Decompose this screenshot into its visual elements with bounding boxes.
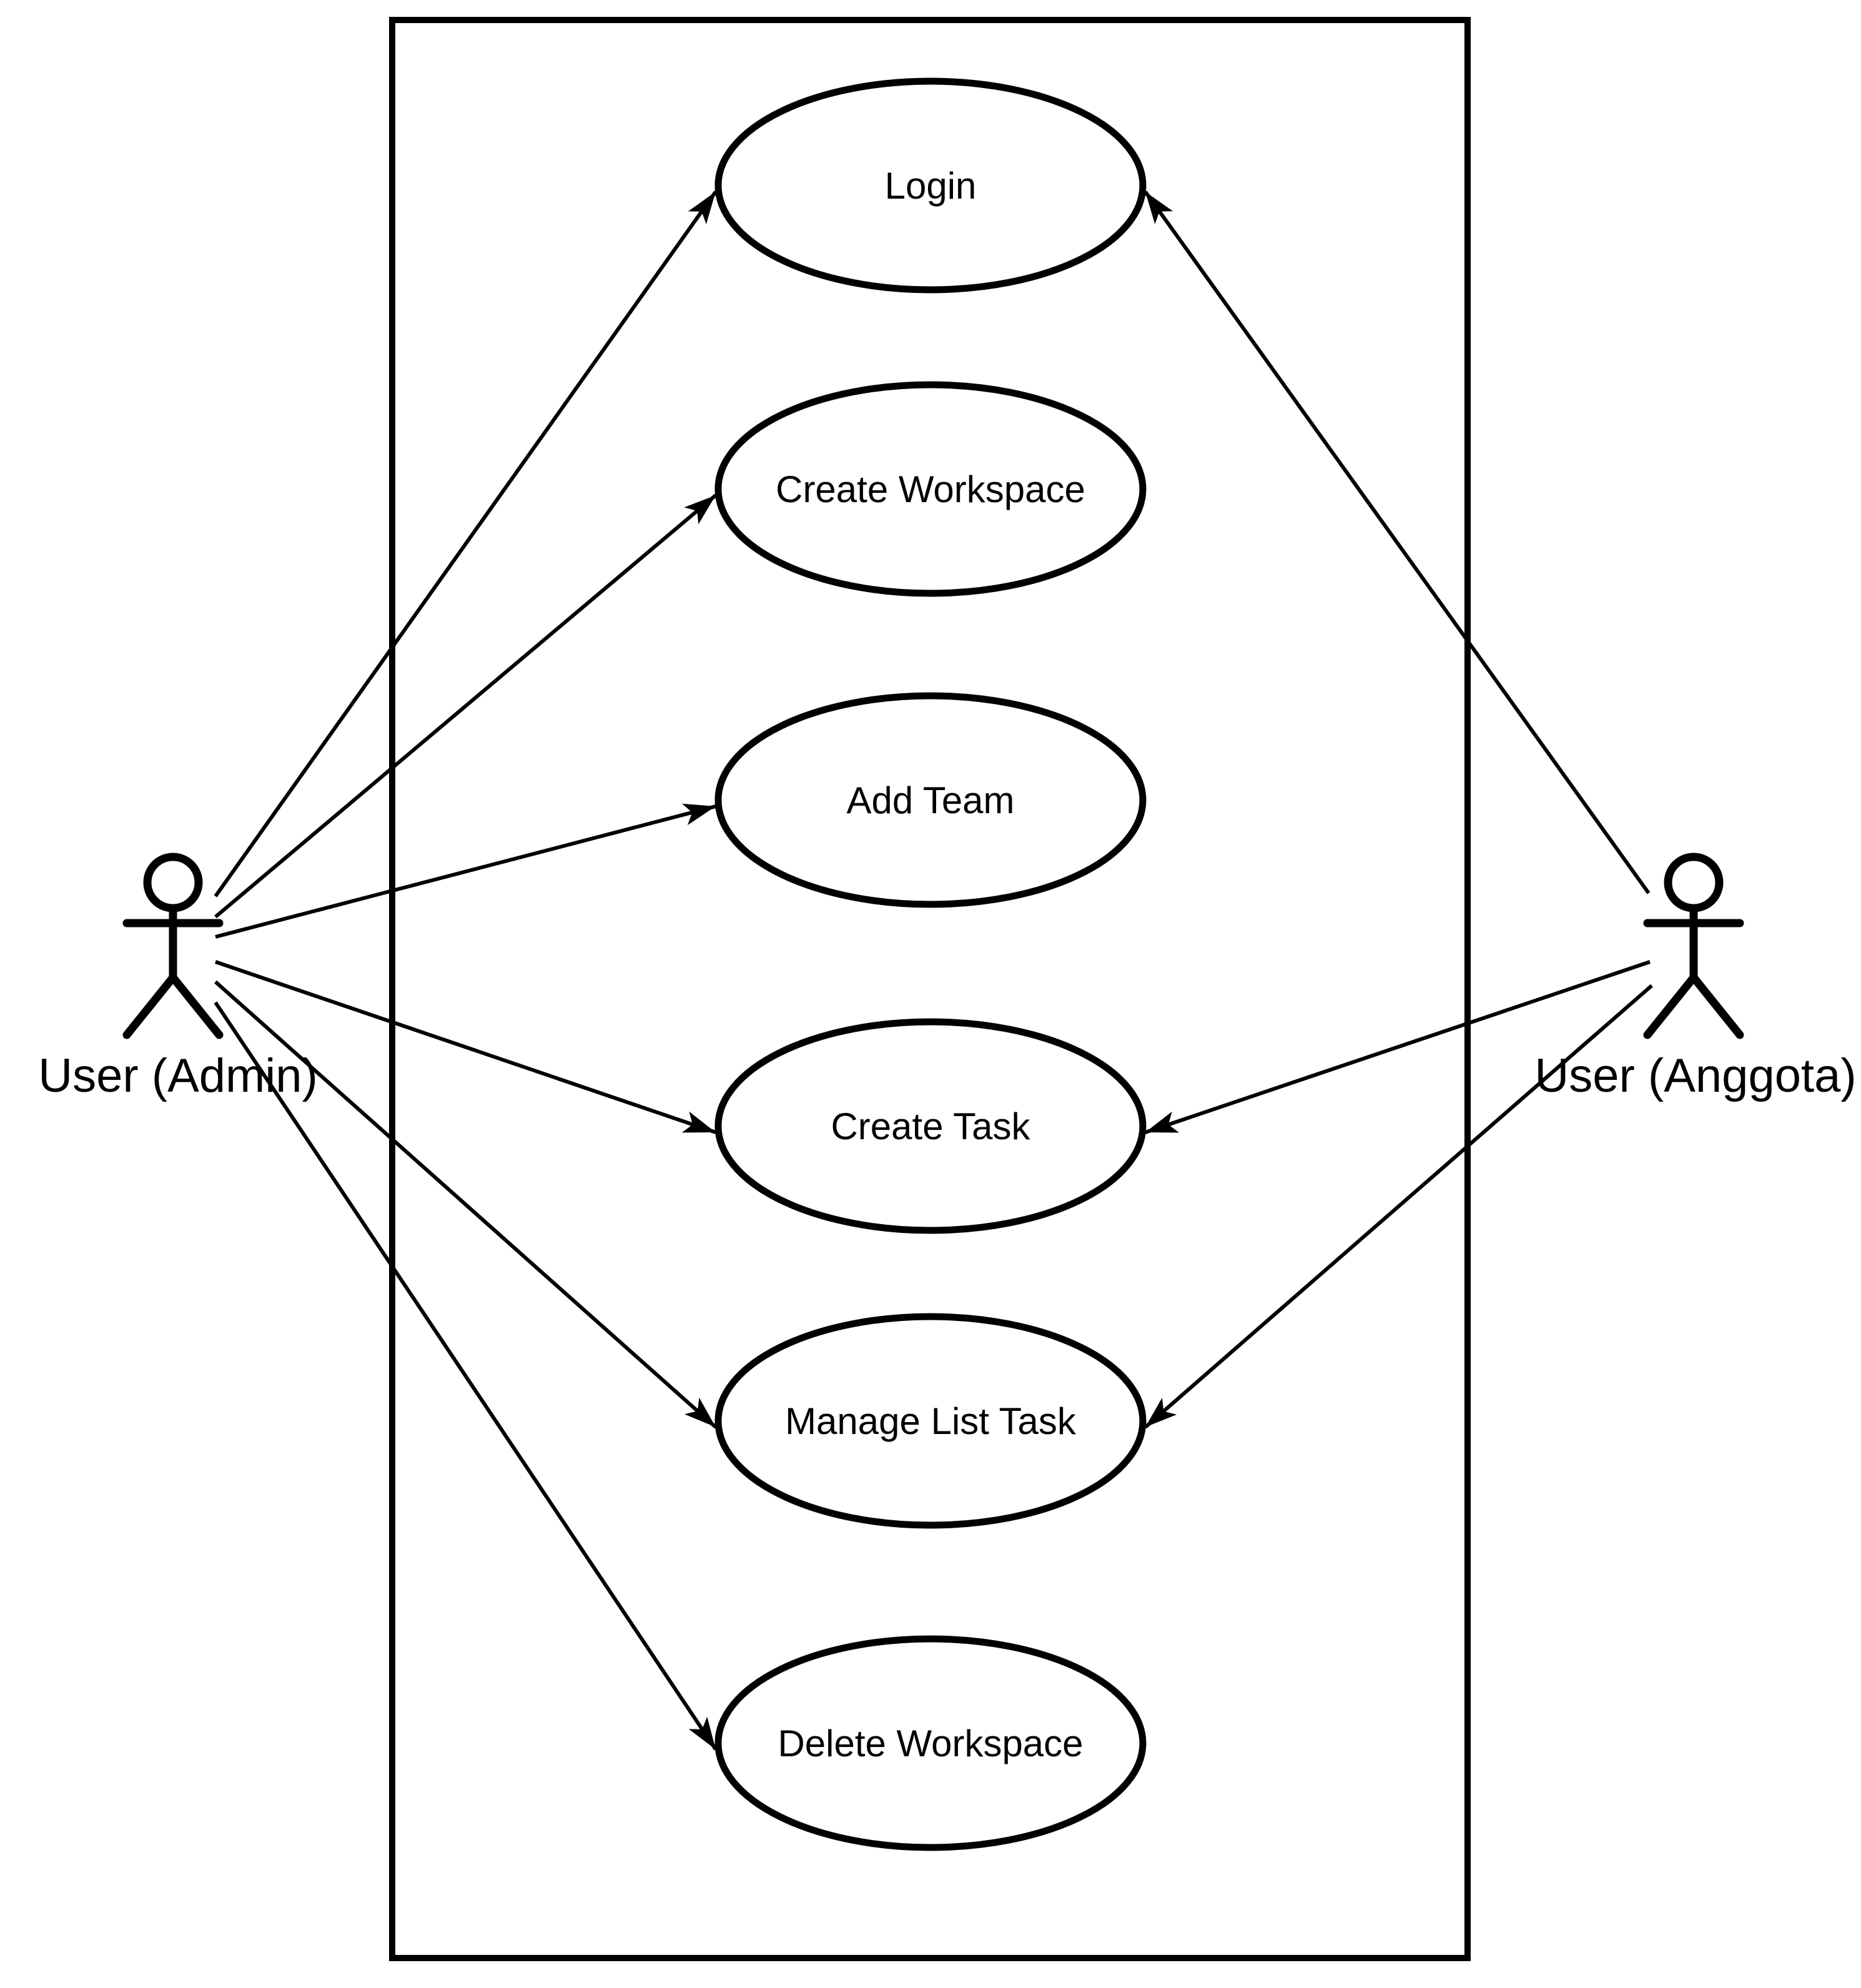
use-case-login: Login bbox=[714, 77, 1147, 294]
use-case-delete-workspace-ellipse bbox=[714, 1635, 1147, 1851]
use-case-manage-list-task: Manage List Task bbox=[714, 1313, 1147, 1529]
actor-admin: User (Admin) bbox=[38, 853, 318, 1102]
use-case-delete-workspace: Delete Workspace bbox=[714, 1635, 1147, 1851]
actor-anggota-head-icon bbox=[1664, 853, 1724, 912]
use-case-login-ellipse bbox=[714, 77, 1147, 294]
actor-anggota-leg-right bbox=[1689, 973, 1744, 1039]
use-case-manage-list-task-ellipse bbox=[714, 1313, 1147, 1529]
use-case-add-team-ellipse bbox=[714, 692, 1147, 908]
use-case-add-team-label: Add Team bbox=[846, 779, 1014, 821]
association-admin-manage-list-task bbox=[214, 980, 717, 1429]
association-anggota-create-task bbox=[1145, 960, 1651, 1134]
actor-anggota: User (Anggota) bbox=[1534, 853, 1857, 1102]
use-case-create-workspace-ellipse bbox=[714, 381, 1147, 597]
actor-anggota-leg-left bbox=[1643, 973, 1698, 1039]
actor-admin-leg-right bbox=[169, 973, 224, 1039]
use-case-create-task-ellipse bbox=[714, 1018, 1147, 1234]
actor-admin-leg-left bbox=[122, 973, 177, 1039]
use-case-delete-workspace-label: Delete Workspace bbox=[777, 1723, 1083, 1764]
association-admin-delete-workspace bbox=[214, 1001, 718, 1751]
use-case-create-workspace-label: Create Workspace bbox=[776, 468, 1085, 510]
actor-anggota-label: User (Anggota) bbox=[1534, 1049, 1856, 1102]
use-case-create-task: Create Task bbox=[714, 1018, 1147, 1234]
association-admin-create-task bbox=[215, 960, 716, 1134]
association-admin-add-team bbox=[215, 803, 716, 939]
use-case-login-label: Login bbox=[885, 165, 977, 207]
association-anggota-login bbox=[1143, 190, 1651, 894]
use-case-manage-list-task-label: Manage List Task bbox=[785, 1400, 1077, 1442]
association-admin-login bbox=[214, 190, 718, 898]
use-case-add-team: Add Team bbox=[714, 692, 1147, 908]
association-admin-create-workspace bbox=[214, 493, 717, 919]
actor-admin-label: User (Admin) bbox=[38, 1049, 318, 1102]
use-case-create-workspace: Create Workspace bbox=[714, 381, 1147, 597]
actor-admin-head-icon bbox=[143, 853, 203, 912]
association-anggota-manage-list-task bbox=[1144, 984, 1653, 1429]
use-case-create-task-label: Create Task bbox=[831, 1105, 1030, 1147]
system-boundary bbox=[389, 17, 1471, 1961]
